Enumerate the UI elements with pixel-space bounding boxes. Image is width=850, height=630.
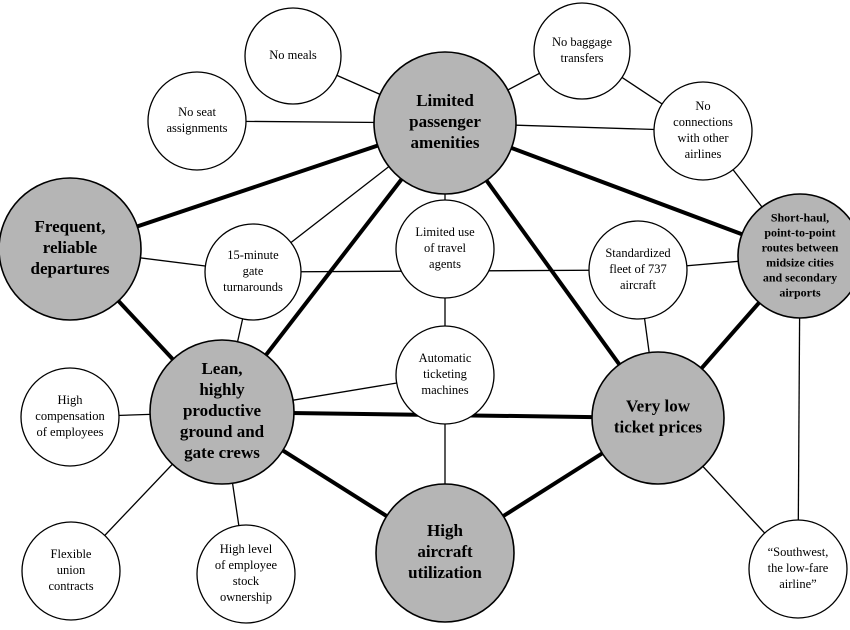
node-circle <box>20 367 120 467</box>
node-label-line: Standardized <box>605 246 671 260</box>
node-limited-travel-agents: Limited use of travel agents <box>395 199 495 299</box>
node-circle <box>375 483 515 623</box>
node-circle <box>533 2 631 100</box>
node-label-line: Automatic <box>419 351 472 365</box>
node-label-line: assignments <box>166 121 227 135</box>
node-label-line: High <box>427 521 463 540</box>
node-no-baggage-transfers: No baggage transfers <box>533 2 631 100</box>
node-label-line: departures <box>30 259 109 278</box>
node-circle <box>748 519 848 619</box>
node-label-line: routes between <box>762 240 839 254</box>
node-no-seat-assignments: No seat assignments <box>147 71 247 171</box>
node-label-line: connections <box>673 115 733 129</box>
node-label-line: gate <box>243 264 264 278</box>
node-label-line: ticketing <box>423 367 467 381</box>
node-circle <box>149 339 295 485</box>
node-label-line: compensation <box>35 409 105 423</box>
node-label-line: the low-fare <box>768 561 829 575</box>
node-label-line: contracts <box>48 579 93 593</box>
node-label-line: “Southwest, <box>768 545 829 559</box>
node-label-line: aircraft <box>417 542 473 561</box>
node-label-line: No <box>695 99 710 113</box>
node-frequent-reliable-departures: Frequent, reliable departures <box>0 177 142 321</box>
node-label-line: Limited use <box>415 225 475 239</box>
node-label-line: High level <box>220 542 273 556</box>
node-label-line: productive <box>183 401 262 420</box>
node-label-line: utilization <box>408 563 482 582</box>
node-circle <box>653 81 753 181</box>
node-label-line: union <box>57 563 86 577</box>
node-high-aircraft-utilization: High aircraft utilization <box>375 483 515 623</box>
node-limited-passenger-amenities: Limited passenger amenities <box>373 51 517 195</box>
node-label-line: ground and <box>180 422 265 441</box>
node-circle <box>244 7 342 105</box>
node-very-low-ticket-prices: Very low ticket prices <box>591 351 725 485</box>
node-automatic-ticketing: Automatic ticketing machines <box>395 325 495 425</box>
node-label-line: and secondary <box>763 270 837 284</box>
node-high-compensation: High compensation of employees <box>20 367 120 467</box>
node-circle <box>395 325 495 425</box>
node-label-line: stock <box>233 574 260 588</box>
node-circle <box>588 220 688 320</box>
node-label-line: reliable <box>43 238 98 257</box>
node-label-line: fleet of 737 <box>609 262 667 276</box>
node-label-line: Lean, <box>201 359 242 378</box>
node-label-line: with other <box>677 131 729 145</box>
node-label-line: airline” <box>779 577 816 591</box>
node-label-line: No baggage <box>552 35 612 49</box>
node-lean-ground-crews: Lean, highly productive ground and gate crew… <box>149 339 295 485</box>
node-label-line: of travel <box>424 241 467 255</box>
node-southwest-slogan: “Southwest, the low-fare airline” <box>748 519 848 619</box>
node-label-line: agents <box>429 257 461 271</box>
node-circle <box>147 71 247 171</box>
node-label-line: transfers <box>560 51 603 65</box>
node-label-line: Short-haul, <box>771 210 829 224</box>
node-label-line: turnarounds <box>223 280 283 294</box>
node-circle <box>591 351 725 485</box>
node-circle <box>196 524 296 624</box>
node-label-line: passenger <box>409 112 481 131</box>
node-circle <box>0 177 142 321</box>
node-gate-turnarounds: 15-minute gate turnarounds <box>204 223 302 321</box>
node-label-line: 15-minute <box>227 248 279 262</box>
node-no-meals: No meals <box>244 7 342 105</box>
node-label-line: No seat <box>178 105 216 119</box>
node-label-line: highly <box>199 380 245 399</box>
node-label-line: gate crews <box>184 443 260 462</box>
node-flexible-union: Flexible union contracts <box>21 521 121 621</box>
node-label-line: High <box>58 393 84 407</box>
node-label-line: midsize cities <box>766 255 834 269</box>
node-label-line: ownership <box>220 590 272 604</box>
node-circle <box>373 51 517 195</box>
node-label-line: Flexible <box>51 547 92 561</box>
node-label-line: machines <box>421 383 468 397</box>
node-no-connections: No connections with other airlines <box>653 81 753 181</box>
node-circle <box>737 193 850 319</box>
node-label-line: Limited <box>416 91 474 110</box>
node-label-line: aircraft <box>620 278 657 292</box>
node-circle <box>395 199 495 299</box>
node-label-line: ticket prices <box>614 417 703 436</box>
node-label-line: point-to-point <box>764 225 835 239</box>
node-label-line: of employee <box>215 558 278 572</box>
node-circle <box>21 521 121 621</box>
node-standardized-fleet: Standardized fleet of 737 aircraft <box>588 220 688 320</box>
node-label-line: amenities <box>411 133 480 152</box>
node-label-line: of employees <box>37 425 104 439</box>
node-circle <box>204 223 302 321</box>
node-label-line: Frequent, <box>35 217 106 236</box>
node-label-line: Very low <box>626 396 691 415</box>
node-employee-stock: High level of employee stock ownership <box>196 524 296 624</box>
node-label-line: airports <box>779 285 821 299</box>
node-label-line: No meals <box>269 48 317 62</box>
node-label-line: airlines <box>685 147 722 161</box>
